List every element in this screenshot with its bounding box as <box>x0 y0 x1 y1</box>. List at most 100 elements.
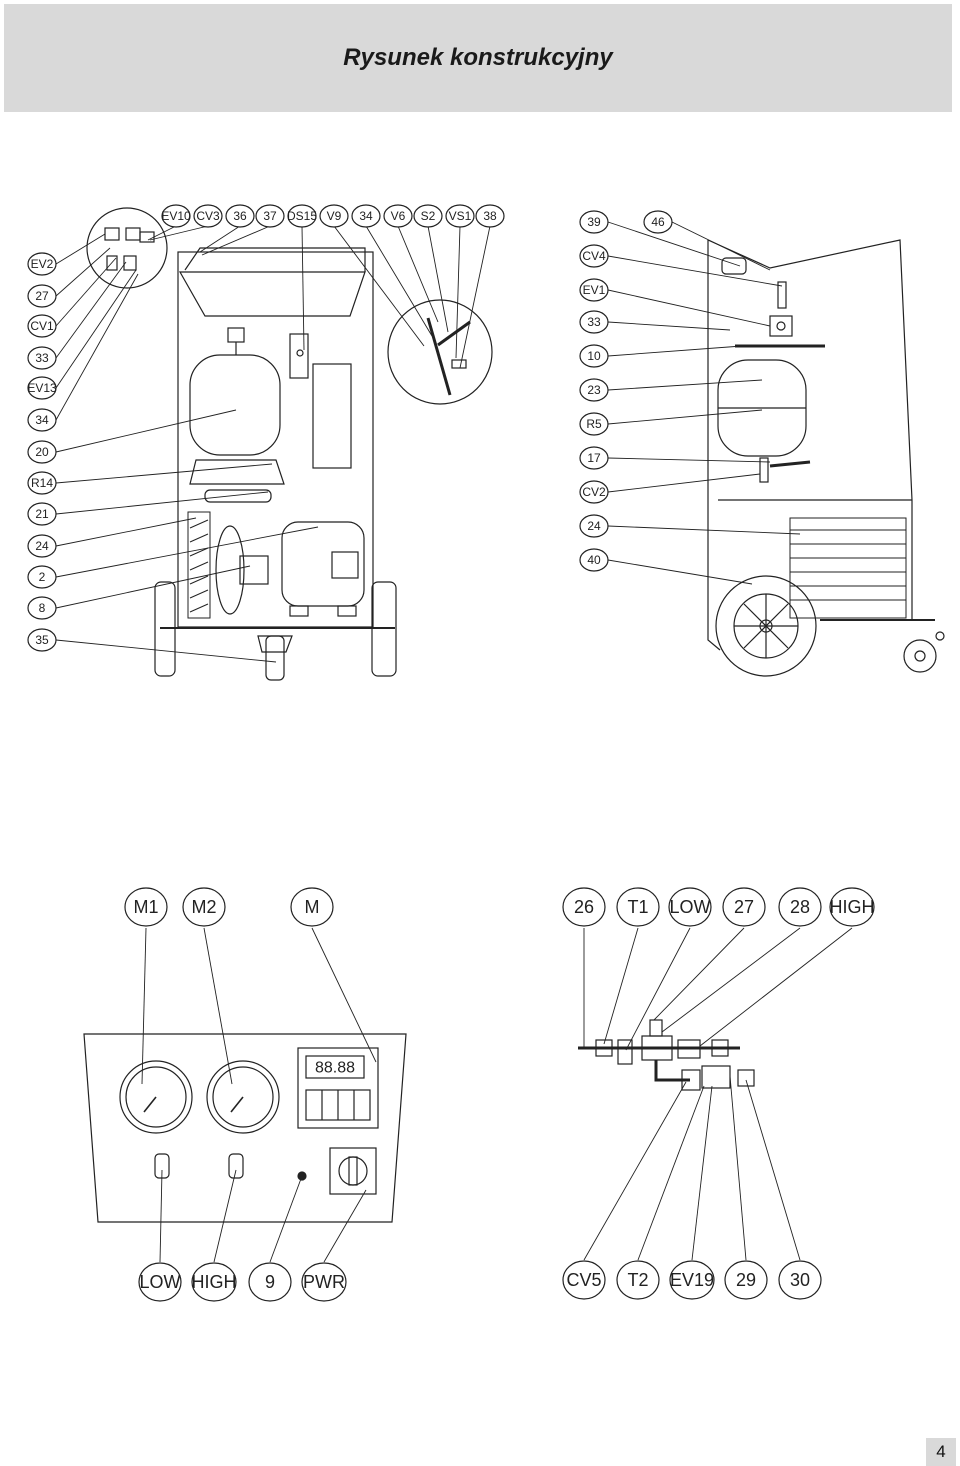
label-39: 39 <box>579 210 609 234</box>
svg-text:CV2: CV2 <box>582 485 606 499</box>
side-view-leaders <box>607 221 801 585</box>
svg-text:2: 2 <box>39 570 46 584</box>
label-cv1: CV1 <box>27 314 57 338</box>
svg-text:HIGH: HIGH <box>830 897 875 917</box>
svg-text:PWR: PWR <box>303 1272 345 1292</box>
front-top-labels: EV10 CV3 36 37 DS15 V9 34 V6 S2 VS1 38 <box>161 204 505 228</box>
svg-text:20: 20 <box>35 445 49 459</box>
label-ev10: EV10 <box>161 204 191 228</box>
svg-text:EV19: EV19 <box>670 1270 714 1290</box>
label-35: 35 <box>27 628 57 652</box>
svg-text:27: 27 <box>734 897 754 917</box>
front-view-leaders <box>55 225 491 663</box>
label-cv4: CV4 <box>579 244 609 268</box>
label-34-top: 34 <box>351 204 381 228</box>
svg-text:DS15: DS15 <box>287 209 317 223</box>
label-pwr: PWR <box>301 1262 347 1302</box>
label-ev19: EV19 <box>669 1260 715 1300</box>
svg-text:36: 36 <box>233 209 247 223</box>
header-band: Rysunek konstrukcyjny <box>4 4 952 112</box>
label-r5: R5 <box>579 412 609 436</box>
label-46: 46 <box>643 210 673 234</box>
svg-text:V9: V9 <box>327 209 342 223</box>
svg-text:9: 9 <box>265 1272 275 1292</box>
label-cv3: CV3 <box>193 204 223 228</box>
svg-text:LOW: LOW <box>139 1272 180 1292</box>
side-view-labels: 39 46 CV4 EV1 33 10 23 R5 17 CV2 24 40 <box>579 210 673 572</box>
label-cv5: CV5 <box>562 1260 606 1300</box>
label-ds15: DS15 <box>287 204 317 228</box>
svg-text:21: 21 <box>35 507 49 521</box>
svg-text:28: 28 <box>790 897 810 917</box>
label-low-panel: LOW <box>138 1262 182 1302</box>
label-33-side: 33 <box>579 310 609 334</box>
label-m1: M1 <box>124 887 168 927</box>
svg-text:37: 37 <box>263 209 277 223</box>
label-37: 37 <box>255 204 285 228</box>
label-38: 38 <box>475 204 505 228</box>
label-28: 28 <box>778 887 822 927</box>
label-36: 36 <box>225 204 255 228</box>
label-v6: V6 <box>383 204 413 228</box>
svg-text:EV13: EV13 <box>27 381 57 395</box>
label-vs1: VS1 <box>445 204 475 228</box>
svg-text:EV1: EV1 <box>583 283 606 297</box>
svg-text:HIGH: HIGH <box>192 1272 237 1292</box>
svg-text:T2: T2 <box>627 1270 648 1290</box>
label-30: 30 <box>778 1260 822 1300</box>
svg-text:CV4: CV4 <box>582 249 606 263</box>
label-24-left: 24 <box>27 534 57 558</box>
label-24-side: 24 <box>579 514 609 538</box>
label-34-left: 34 <box>27 408 57 432</box>
svg-text:24: 24 <box>587 519 601 533</box>
svg-text:S2: S2 <box>421 209 436 223</box>
svg-text:M1: M1 <box>133 897 158 917</box>
manifold-assembly <box>578 1019 755 1091</box>
label-s2: S2 <box>413 204 443 228</box>
panel-leaders <box>141 927 377 1263</box>
label-23: 23 <box>579 378 609 402</box>
svg-text:35: 35 <box>35 633 49 647</box>
svg-text:30: 30 <box>790 1270 810 1290</box>
svg-text:LOW: LOW <box>669 897 710 917</box>
svg-text:34: 34 <box>359 209 373 223</box>
page-number: 4 <box>926 1438 956 1466</box>
svg-text:40: 40 <box>587 553 601 567</box>
front-left-labels: EV2 27 CV1 33 EV13 34 20 R14 21 24 2 8 3… <box>27 252 57 652</box>
display-readout: 88.88 <box>315 1060 355 1077</box>
svg-text:8: 8 <box>39 601 46 615</box>
label-ev1: EV1 <box>579 278 609 302</box>
front-view-machine <box>86 207 493 681</box>
svg-text:27: 27 <box>35 289 49 303</box>
label-17: 17 <box>579 446 609 470</box>
svg-text:34: 34 <box>35 413 49 427</box>
svg-text:V6: V6 <box>391 209 406 223</box>
control-panel <box>83 1033 407 1223</box>
page-title: Rysunek konstrukcyjny <box>343 44 613 71</box>
svg-text:M: M <box>305 897 320 917</box>
label-8: 8 <box>27 596 57 620</box>
svg-text:29: 29 <box>736 1270 756 1290</box>
svg-text:EV2: EV2 <box>31 257 54 271</box>
label-33: 33 <box>27 346 57 370</box>
manifold-labels: 26 T1 LOW 27 28 HIGH CV5 T2 EV19 29 30 <box>562 887 875 1300</box>
svg-text:CV3: CV3 <box>196 209 220 223</box>
label-low-manifold: LOW <box>668 887 712 927</box>
label-m: M <box>290 887 334 927</box>
label-t1: T1 <box>616 887 660 927</box>
label-21: 21 <box>27 502 57 526</box>
svg-text:24: 24 <box>35 539 49 553</box>
svg-text:EV10: EV10 <box>161 209 191 223</box>
svg-text:CV5: CV5 <box>566 1270 601 1290</box>
label-ev2: EV2 <box>27 252 57 276</box>
svg-text:M2: M2 <box>191 897 216 917</box>
label-v9: V9 <box>319 204 349 228</box>
svg-text:R14: R14 <box>31 476 53 490</box>
svg-text:38: 38 <box>483 209 497 223</box>
svg-text:17: 17 <box>587 451 601 465</box>
svg-text:26: 26 <box>574 897 594 917</box>
label-27-manifold: 27 <box>722 887 766 927</box>
label-m2: M2 <box>182 887 226 927</box>
svg-text:VS1: VS1 <box>449 209 472 223</box>
